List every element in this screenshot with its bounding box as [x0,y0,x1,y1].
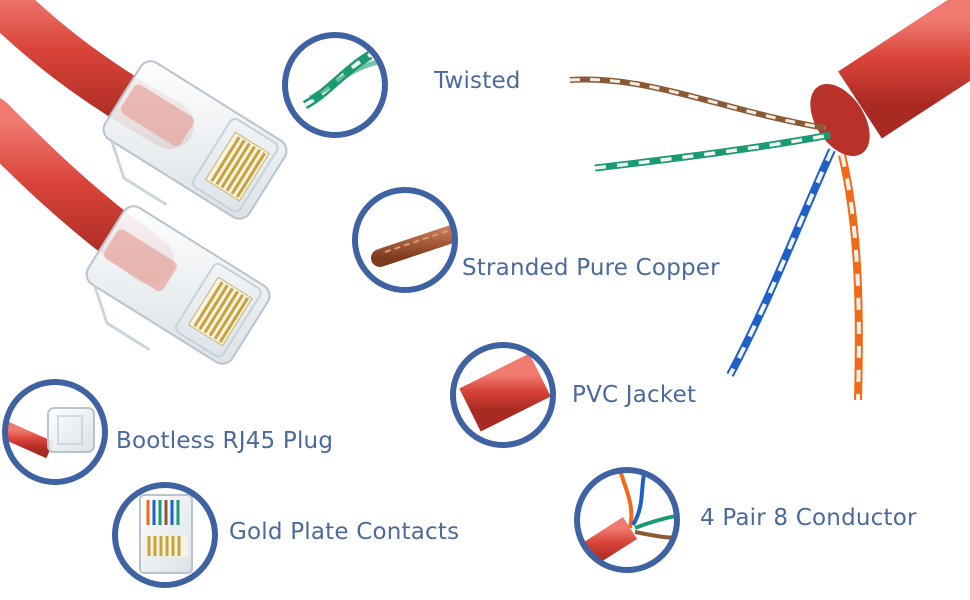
rj45-plug-lower [85,205,271,365]
pair-orange [838,154,863,401]
label-stranded-copper: Stranded Pure Copper [462,255,720,281]
label-gold-contacts: Gold Plate Contacts [229,519,460,545]
rj45-plug-upper [102,60,288,220]
pair-green [594,131,831,172]
pvc-jacket-icon [459,353,551,432]
twisted-badge [282,32,388,138]
pair-brown [569,76,826,131]
gold-contacts-icon [139,494,193,574]
pair-blue [726,148,836,377]
gold-contacts-upper [204,131,270,202]
gold-contacts-lower [187,276,253,347]
twisted-pair-icon [302,51,381,110]
pvc-badge [450,342,556,448]
gold-badge [112,482,218,588]
copper-badge [352,187,458,293]
rj45-badge [2,379,108,485]
rj45-plug-icon [5,407,95,459]
label-rj45-plug: Bootless RJ45 Plug [116,428,334,454]
label-pvc-jacket: PVC Jacket [572,382,697,408]
cable-end-main [810,0,970,157]
pair-badge [574,467,680,573]
label-twisted: Twisted [434,68,521,94]
label-four-pair: 4 Pair 8 Conductor [700,505,917,531]
